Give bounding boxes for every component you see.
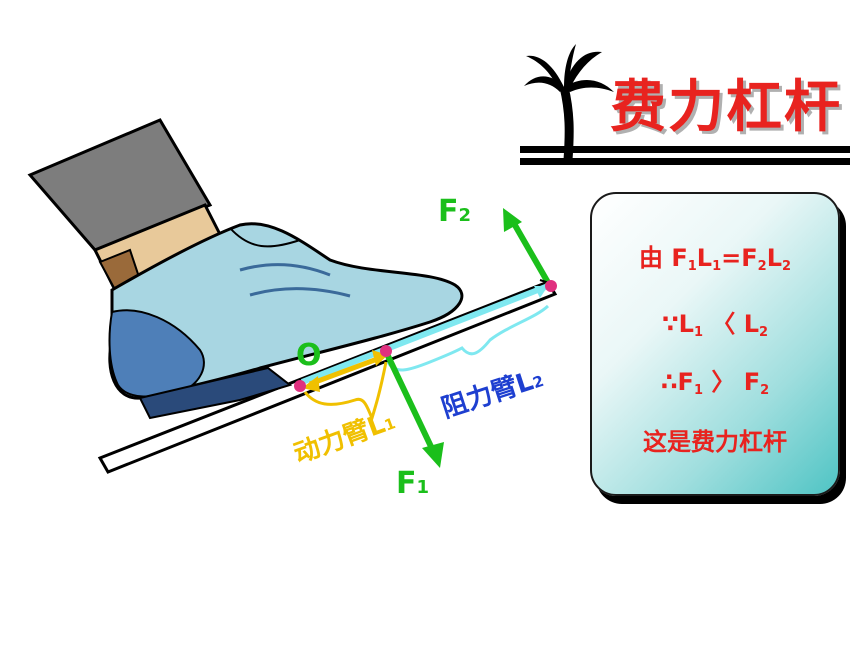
lever-diagram xyxy=(27,118,558,474)
card-line-4: 这是费力杠杆 xyxy=(643,428,787,456)
force2-label: F2 xyxy=(438,194,472,229)
shoe-sole xyxy=(138,366,293,420)
card-line-1: 由 F1L1=F2L2 xyxy=(638,244,792,274)
trouser xyxy=(27,118,213,252)
effort-arm-brace xyxy=(303,361,388,423)
page-title: 费力杠杆 xyxy=(610,75,842,140)
resistance-arm-brace xyxy=(386,304,550,372)
explanation-card: 由 F1L1=F2L2 ∵L1 〈 L2 ∴F1 〉 F2 这是费力杠杆 xyxy=(590,192,840,496)
effort-arm-line xyxy=(309,355,381,387)
card-line-2: ∵L1 〈 L2 xyxy=(661,310,769,340)
card-line-3: ∴F1 〉 F2 xyxy=(660,368,770,398)
pivot-label: O xyxy=(296,338,322,373)
pivot-point xyxy=(294,380,306,392)
force1-arrow xyxy=(385,354,438,457)
force2-arrow xyxy=(509,218,553,288)
resistance-point xyxy=(545,280,557,292)
resistance-arm-line xyxy=(300,283,550,385)
effort-point xyxy=(380,345,392,357)
force1-label: F1 xyxy=(396,466,430,501)
title-underline-1 xyxy=(520,146,850,153)
title-underline-2 xyxy=(520,158,850,165)
